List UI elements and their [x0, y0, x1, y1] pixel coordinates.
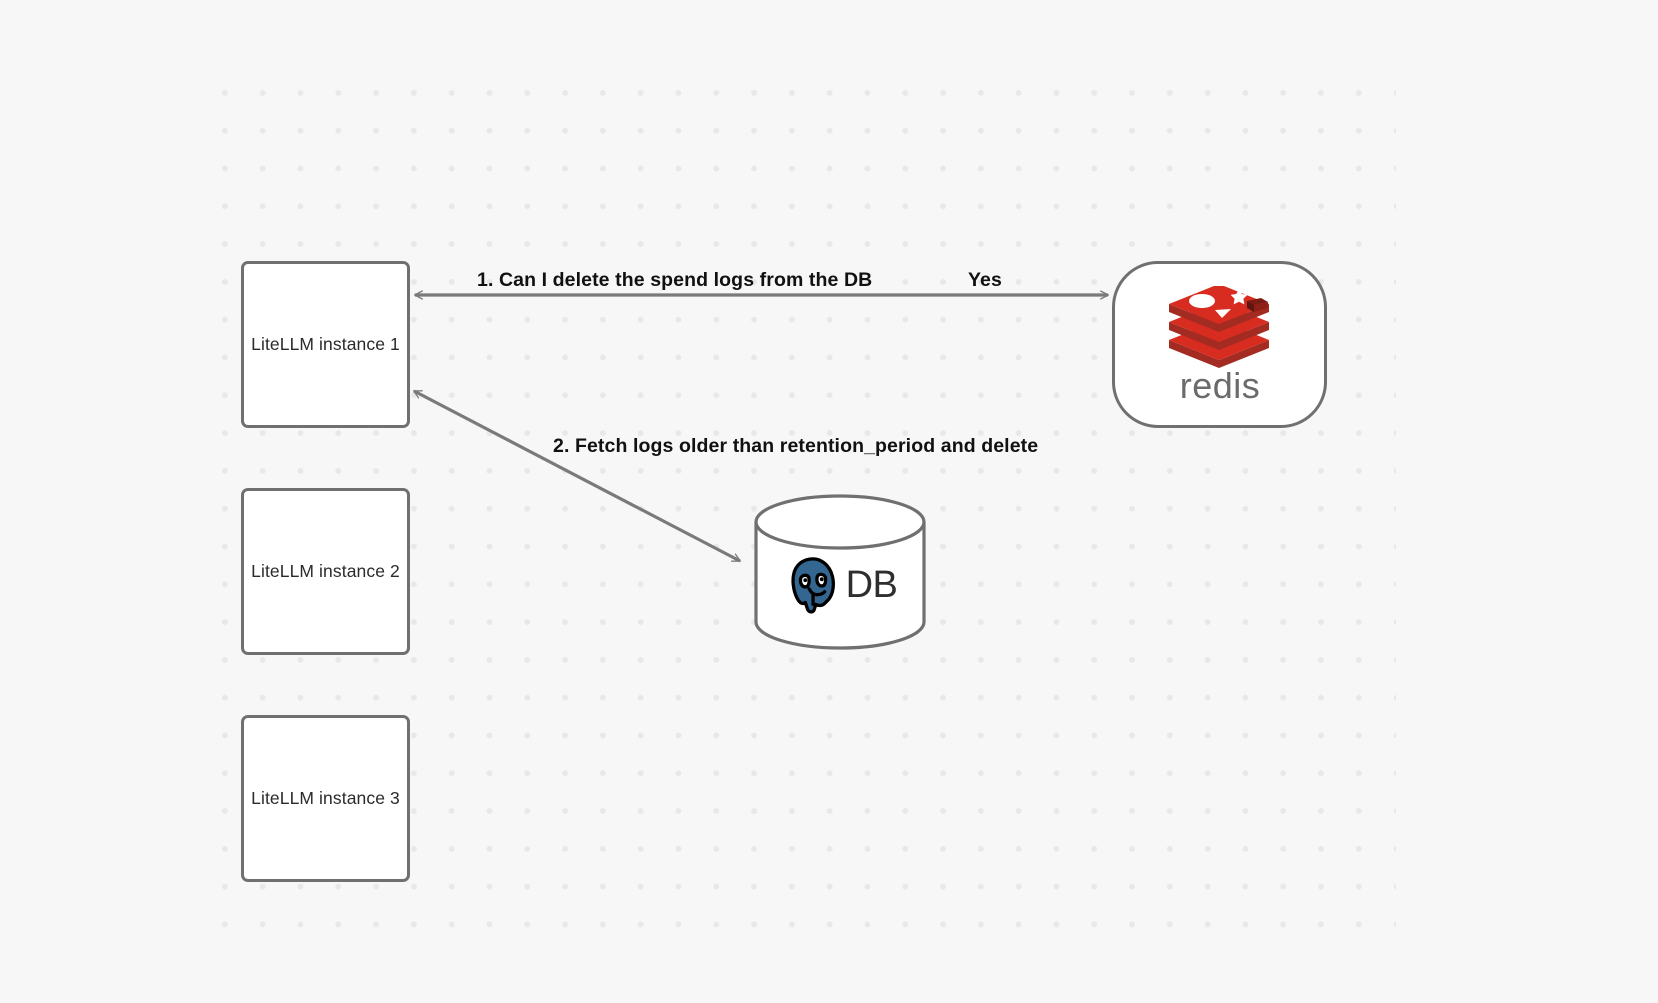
node-label: LiteLLM instance 1: [251, 333, 400, 354]
node-litellm-instance-1[interactable]: LiteLLM instance 1: [241, 261, 410, 428]
node-label: LiteLLM instance 3: [251, 787, 400, 808]
edge-label-step-2: 2. Fetch logs older than retention_perio…: [553, 435, 1039, 457]
cylinder-shape: [754, 494, 926, 650]
svg-text:redis: redis: [1179, 365, 1260, 404]
postgresql-elephant-icon: [789, 555, 837, 616]
db-logo-row: DB: [753, 493, 927, 651]
edge-label-step-1: 1. Can I delete the spend logs from the …: [477, 269, 873, 291]
node-litellm-instance-3[interactable]: LiteLLM instance 3: [241, 715, 410, 882]
db-label: DB: [845, 564, 898, 606]
edge-instance1-db: [414, 389, 740, 563]
node-litellm-instance-2[interactable]: LiteLLM instance 2: [241, 488, 410, 655]
node-label: LiteLLM instance 2: [251, 560, 400, 581]
edge-label-yes: Yes: [968, 269, 1002, 291]
redis-logo-icon: redis: [1168, 285, 1269, 404]
node-redis[interactable]: redis: [1112, 261, 1327, 428]
node-database[interactable]: DB: [753, 493, 927, 651]
